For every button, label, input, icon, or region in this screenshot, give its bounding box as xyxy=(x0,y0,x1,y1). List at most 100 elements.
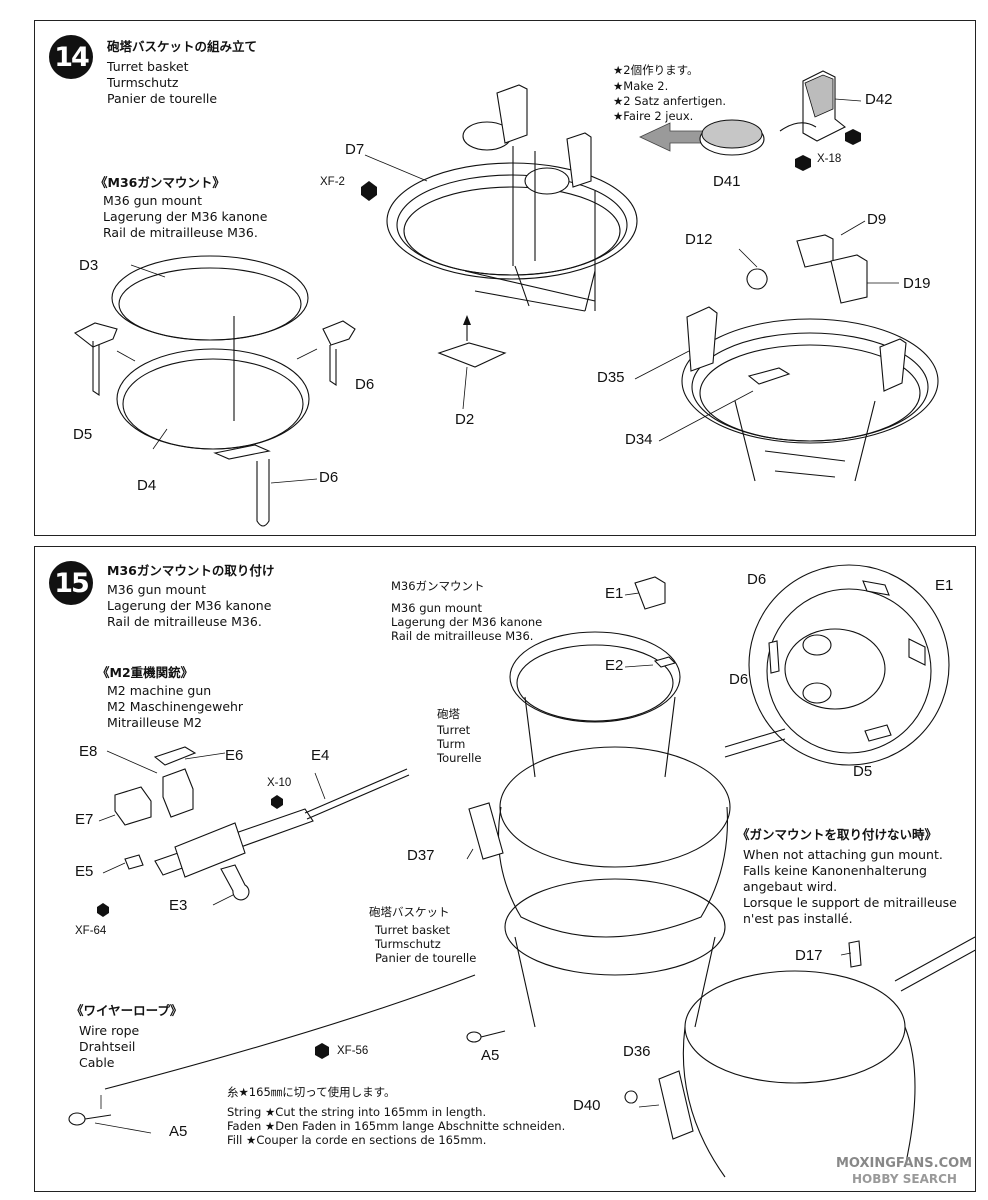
part-label-d35: D35 xyxy=(597,369,625,386)
part-label-d6: D6 xyxy=(729,671,749,688)
basket-label-de: Turmschutz xyxy=(375,937,441,951)
part-label-d41: D41 xyxy=(713,173,741,190)
part-label-d17: D17 xyxy=(795,947,823,964)
part-label-d36: D36 xyxy=(623,1043,651,1060)
step-14-leaders xyxy=(130,98,899,484)
part-label-d4: D4 xyxy=(137,477,157,494)
watermark-line2: HOBBY SEARCH xyxy=(852,1172,957,1186)
mount-label-jp: M36ガンマウント xyxy=(391,579,485,593)
part-label-e7: E7 xyxy=(75,811,94,828)
wire-title-de: Drahtseil xyxy=(79,1039,136,1054)
part-label-d6: D6 xyxy=(747,571,767,588)
part-label-d5: D5 xyxy=(73,426,93,443)
not-mount-en: When not attaching gun mount. xyxy=(743,847,943,862)
step-title-de: Lagerung der M36 kanone xyxy=(107,598,272,613)
step-title-fr: Panier de tourelle xyxy=(107,91,218,106)
not-mount-de1: Falls keine Kanonenhalterung xyxy=(743,863,927,878)
mg-title-fr: Mitrailleuse M2 xyxy=(107,715,202,730)
turret-basket-center xyxy=(361,84,638,368)
part-label-a5: A5 xyxy=(169,1123,188,1140)
part-label-e1: E1 xyxy=(605,585,624,602)
step-title-en: Turret basket xyxy=(107,59,189,74)
step-14-panel: 14 砲塔バスケットの組み立て Turret basket Turmschutz… xyxy=(34,20,976,536)
part-label-d12: D12 xyxy=(685,231,713,248)
make-note-en: ★Make 2. xyxy=(613,79,669,93)
string-note-fr: Fill ★Couper la corde en sections de 165… xyxy=(227,1133,487,1147)
sub-title-jp: 《M36ガンマウント》 xyxy=(95,175,225,190)
make-note-fr: ★Faire 2 jeux. xyxy=(613,109,694,123)
wire-title-jp: 《ワイヤーロープ》 xyxy=(71,1003,183,1018)
turret-label-jp: 砲塔 xyxy=(437,707,460,721)
part-label-a5: A5 xyxy=(481,1047,500,1064)
step-number: 14 xyxy=(49,35,93,79)
sub-title-en: M36 gun mount xyxy=(103,193,202,208)
step-title-jp: M36ガンマウントの取り付け xyxy=(107,563,275,578)
part-label-d19: D19 xyxy=(903,275,931,292)
step-15-drawings xyxy=(68,564,975,1178)
step-number: 15 xyxy=(49,561,93,605)
turret-label-en: Turret xyxy=(437,723,471,737)
part-label-e6: E6 xyxy=(225,747,244,764)
turret-label-de: Turm xyxy=(437,737,466,751)
not-mount-de2: angebaut wird. xyxy=(743,879,838,894)
turret-label-fr: Tourelle xyxy=(437,751,482,765)
paint-code-x18: X-18 xyxy=(817,153,842,165)
not-mount-fr2: n'est pas installé. xyxy=(743,911,853,926)
step-14-drawings xyxy=(73,70,939,527)
step-15-panel: 15 M36ガンマウントの取り付け M36 gun mount Lagerung… xyxy=(34,546,976,1192)
basket-label-fr: Panier de tourelle xyxy=(375,951,477,965)
string-note-de: Faden ★Den Faden in 165mm lange Abschnit… xyxy=(227,1119,566,1133)
watermark-line1: MOXINGFANS.COM xyxy=(836,1156,973,1171)
step-title-jp: 砲塔バスケットの組み立て xyxy=(107,39,258,54)
part-label-e8: E8 xyxy=(79,743,98,760)
m36-mount-exploded xyxy=(73,255,356,527)
sub-title-de: Lagerung der M36 kanone xyxy=(103,209,268,224)
wire-title-fr: Cable xyxy=(79,1055,115,1070)
not-mount-fr1: Lorsque le support de mitrailleuse xyxy=(743,895,957,910)
part-label-e3: E3 xyxy=(169,897,188,914)
step-title-fr: Rail de mitrailleuse M36. xyxy=(107,614,262,629)
part-label-e2: E2 xyxy=(605,657,624,674)
turret-no-mount-drawing xyxy=(624,936,975,1178)
mount-label-en: M36 gun mount xyxy=(391,601,483,615)
part-label-d7: D7 xyxy=(345,141,365,158)
m2-machine-gun-drawing xyxy=(97,746,410,917)
part-label-e4: E4 xyxy=(311,747,330,764)
turret-basket-right xyxy=(681,234,939,482)
top-view-inset xyxy=(748,564,950,766)
make-note-jp: ★2個作ります。 xyxy=(613,63,699,77)
mount-label-fr: Rail de mitrailleuse M36. xyxy=(391,629,534,643)
part-label-d40: D40 xyxy=(573,1097,601,1114)
paint-code-x10: X-10 xyxy=(267,777,292,789)
part-label-d34: D34 xyxy=(625,431,653,448)
make-two-subassembly xyxy=(639,70,861,171)
string-note-en: String ★Cut the string into 165mm in len… xyxy=(227,1105,487,1119)
wire-rope-drawing xyxy=(68,974,506,1126)
part-label-d6: D6 xyxy=(319,469,339,486)
paint-code-xf56: XF-56 xyxy=(337,1045,369,1057)
not-mount-title-jp: 《ガンマウントを取り付けない時》 xyxy=(737,827,938,842)
step-title-de: Turmschutz xyxy=(107,75,179,90)
mount-label-de: Lagerung der M36 kanone xyxy=(391,615,543,629)
part-label-e1: E1 xyxy=(935,577,954,594)
part-label-d6: D6 xyxy=(355,376,375,393)
part-label-d42: D42 xyxy=(865,91,893,108)
wire-title-en: Wire rope xyxy=(79,1023,140,1038)
mg-title-de: M2 Maschinengewehr xyxy=(107,699,244,714)
part-label-d37: D37 xyxy=(407,847,435,864)
part-label-d5: D5 xyxy=(853,763,873,780)
make-note-de: ★2 Satz anfertigen. xyxy=(613,94,727,108)
part-label-d2: D2 xyxy=(455,411,475,428)
step-title-en: M36 gun mount xyxy=(107,582,206,597)
basket-label-en: Turret basket xyxy=(375,923,450,937)
part-label-d3: D3 xyxy=(79,257,99,274)
step-15-leaders xyxy=(94,592,852,1134)
paint-code-xf2: XF-2 xyxy=(320,176,345,188)
mg-title-jp: 《M2重機関銃》 xyxy=(97,665,194,680)
part-label-d9: D9 xyxy=(867,211,887,228)
mg-title-en: M2 machine gun xyxy=(107,683,212,698)
paint-code-xf64: XF-64 xyxy=(75,925,107,937)
part-label-e5: E5 xyxy=(75,863,94,880)
turret-assembly-drawing xyxy=(468,576,786,1028)
string-note-jp: 糸★165㎜に切って使用します。 xyxy=(227,1085,396,1099)
